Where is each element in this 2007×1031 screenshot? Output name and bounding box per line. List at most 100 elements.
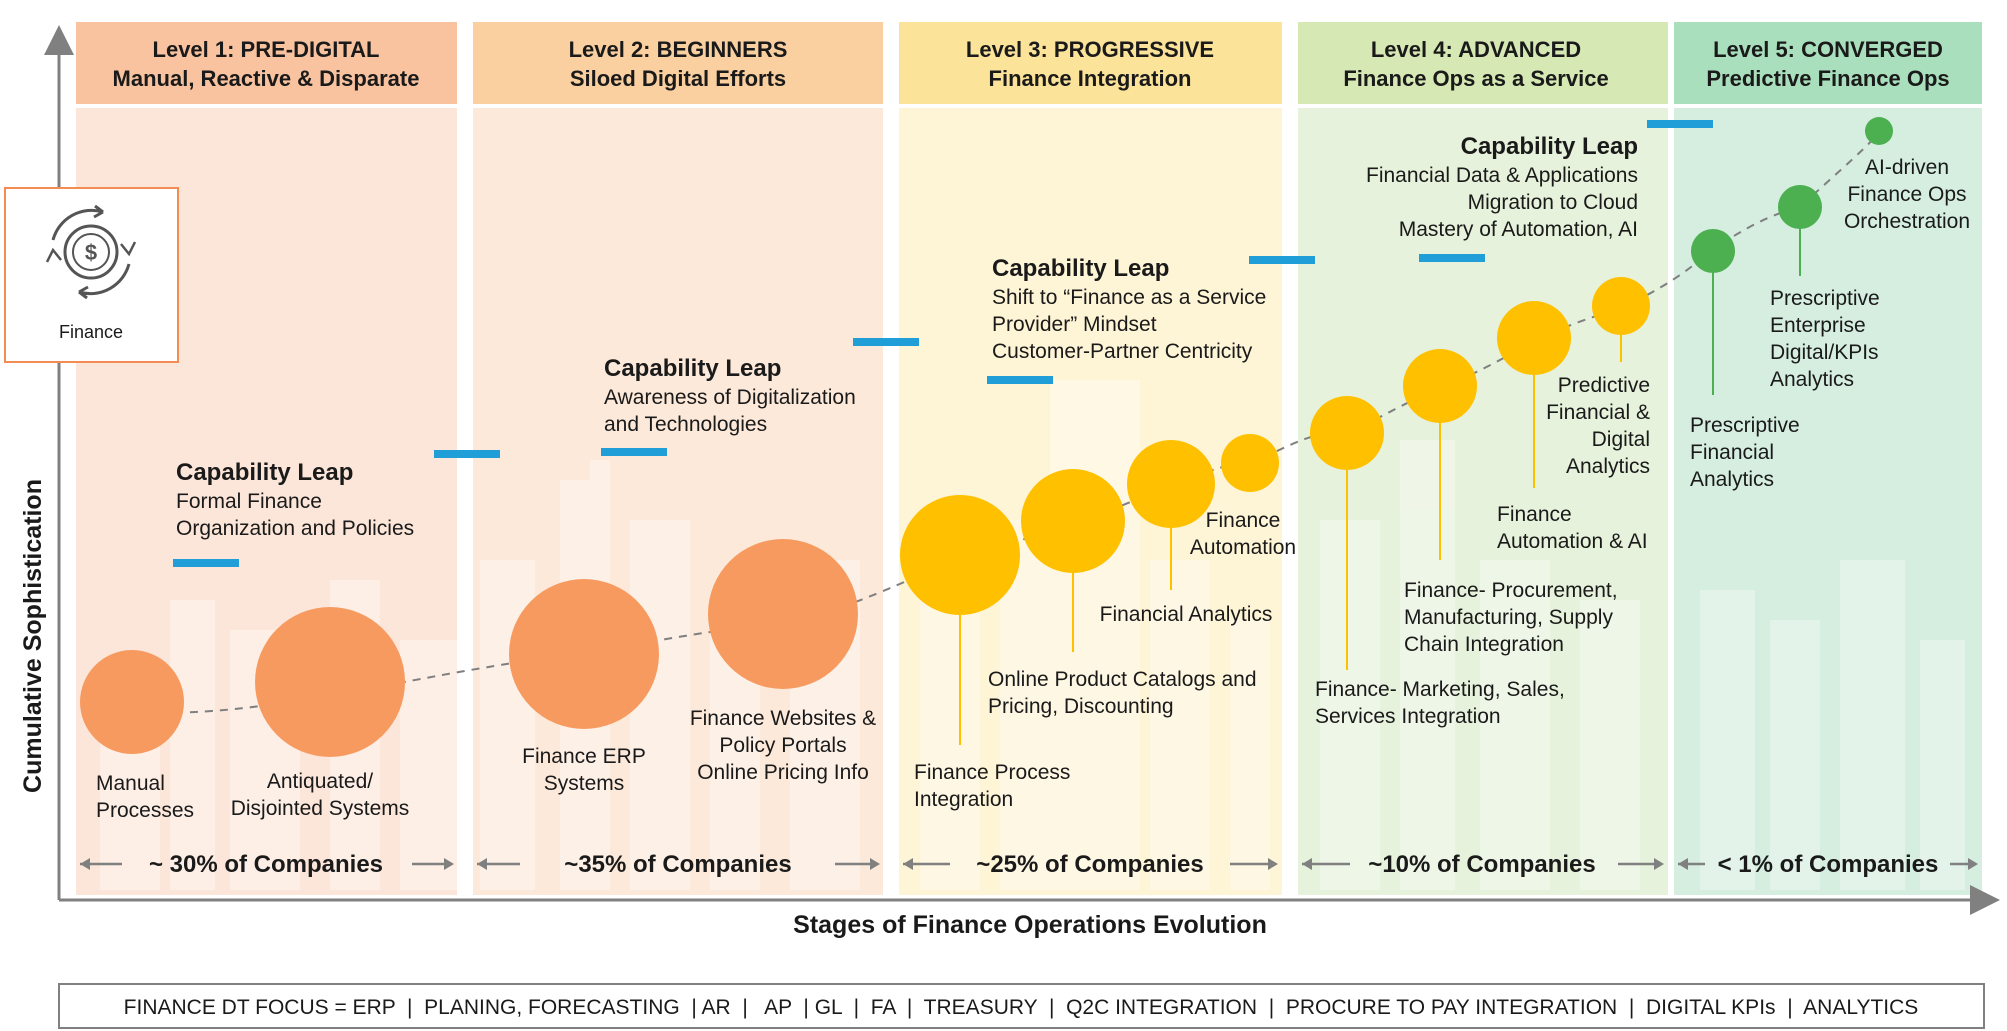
svg-text:$: $	[85, 240, 97, 265]
milestone-label: Disjointed Systems	[231, 797, 410, 820]
milestone-label: Analytics	[1566, 455, 1650, 478]
company-share-label: ~ 30% of Companies	[149, 851, 383, 878]
milestone-label: Pricing, Discounting	[988, 695, 1174, 718]
milestone-label: Manual	[96, 772, 165, 795]
milestone-label: Digital/KPIs	[1770, 341, 1879, 364]
milestone-circle	[708, 539, 858, 689]
milestone-label: Finance	[1206, 509, 1281, 532]
step-bar	[601, 448, 667, 456]
step-bar	[987, 376, 1053, 384]
level-2-title: Level 2: BEGINNERS	[569, 37, 788, 62]
milestone-label: Finance Websites &	[690, 707, 876, 730]
milestone-label: Automation	[1190, 536, 1296, 559]
company-share-5: < 1% of Companies	[1678, 851, 1978, 878]
finance-badge-label: Finance	[59, 322, 123, 342]
milestone-circle	[509, 579, 659, 729]
capability-leap-line: Awareness of Digitalization	[604, 386, 856, 409]
company-share-label: ~35% of Companies	[564, 851, 791, 878]
milestone-label: Financial	[1690, 441, 1774, 464]
y-axis-label: Cumulative Sophistication	[19, 479, 47, 793]
milestone-circle	[1497, 301, 1571, 375]
milestone-label: Analytics	[1690, 468, 1774, 491]
level-1-title: Level 1: PRE-DIGITAL	[153, 37, 380, 62]
capability-leap-line: Shift to “Finance as a Service	[992, 286, 1266, 309]
capability-leap-title: Capability Leap	[1461, 133, 1638, 160]
milestone-circle	[1221, 434, 1279, 492]
milestone-label: Finance- Procurement,	[1404, 579, 1618, 602]
milestone-circle	[900, 495, 1020, 615]
milestone-label: Integration	[914, 788, 1013, 811]
milestone-label: Enterprise	[1770, 314, 1866, 337]
milestone-label: Finance	[1497, 503, 1572, 526]
footer-text: FINANCE DT FOCUS = ERP | PLANING, FORECA…	[124, 996, 1919, 1019]
capability-leap-line: Formal Finance	[176, 490, 322, 513]
milestone-label: Online Product Catalogs and	[988, 668, 1257, 691]
x-axis-label: Stages of Finance Operations Evolution	[793, 911, 1267, 939]
level-4-header	[1298, 22, 1668, 104]
level-3-header	[899, 22, 1282, 104]
milestone-circle	[255, 607, 405, 757]
milestone-label: Finance Ops	[1847, 183, 1966, 206]
milestone-circle	[1021, 469, 1125, 573]
milestone-label: Finance ERP	[522, 745, 646, 768]
milestone-circle	[1310, 396, 1384, 470]
company-share-label: ~25% of Companies	[976, 851, 1203, 878]
milestone-label: Analytics	[1770, 368, 1854, 391]
milestone-label: Financial &	[1546, 401, 1650, 424]
milestone-circle	[1403, 349, 1477, 423]
step-bar	[1419, 254, 1485, 262]
milestone-label: Antiquated/	[267, 770, 373, 793]
capability-leap-line: Customer-Partner Centricity	[992, 340, 1253, 363]
milestone-label: Prescriptive	[1690, 414, 1800, 437]
milestone-label: Digital	[1592, 428, 1650, 451]
level-1-subtitle: Manual, Reactive & Disparate	[113, 66, 420, 91]
milestone-label: Orchestration	[1844, 210, 1970, 233]
step-bar	[1647, 120, 1713, 128]
milestone-label: AI-driven	[1865, 156, 1949, 179]
capability-leap-title: Capability Leap	[992, 255, 1169, 282]
capability-leap-line: Migration to Cloud	[1468, 191, 1638, 214]
capability-leap-line: Provider” Mindset	[992, 313, 1157, 336]
capability-leap-line: Mastery of Automation, AI	[1399, 218, 1638, 241]
milestone-label: Services Integration	[1315, 705, 1501, 728]
step-bar	[173, 559, 239, 567]
milestone-label: Predictive	[1558, 374, 1650, 397]
milestone-label: Finance- Marketing, Sales,	[1315, 678, 1565, 701]
capability-leap-line: and Technologies	[604, 413, 767, 436]
company-share-label: ~10% of Companies	[1368, 851, 1595, 878]
capability-leap-title: Capability Leap	[176, 459, 353, 486]
step-bar	[434, 450, 500, 458]
step-bar	[1249, 256, 1315, 264]
milestone-label: Finance Process	[914, 761, 1070, 784]
milestone-circle	[1778, 185, 1822, 229]
milestone-circle	[1691, 229, 1735, 273]
level-4-subtitle: Finance Ops as a Service	[1343, 66, 1608, 91]
milestone-label: Systems	[544, 772, 625, 795]
level-4-title: Level 4: ADVANCED	[1371, 37, 1581, 62]
milestone-circle	[80, 650, 184, 754]
milestone-finance-erp: Finance ERP Systems	[509, 579, 659, 795]
level-3-subtitle: Finance Integration	[989, 66, 1192, 91]
capability-leap-line: Financial Data & Applications	[1366, 164, 1638, 187]
milestone-circle	[1592, 277, 1650, 335]
milestone-circle	[1127, 440, 1215, 528]
milestone-label: Automation & AI	[1497, 530, 1648, 553]
level-1-header	[76, 22, 457, 104]
level-2-subtitle: Siloed Digital Efforts	[570, 66, 786, 91]
footer-focus-bar: FINANCE DT FOCUS = ERP | PLANING, FORECA…	[59, 984, 1984, 1028]
finance-badge: $ Finance	[5, 188, 178, 362]
level-5-subtitle: Predictive Finance Ops	[1706, 66, 1949, 91]
milestone-circle	[1865, 117, 1893, 145]
level-5-header	[1674, 22, 1982, 104]
capability-leap-line: Organization and Policies	[176, 517, 414, 540]
milestone-label: Manufacturing, Supply	[1404, 606, 1613, 629]
milestone-label: Chain Integration	[1404, 633, 1564, 656]
capability-leap-title: Capability Leap	[604, 355, 781, 382]
milestone-label: Policy Portals	[719, 734, 846, 757]
milestone-label: Financial Analytics	[1100, 603, 1273, 626]
milestone-label: Online Pricing Info	[697, 761, 869, 784]
level-5-title: Level 5: CONVERGED	[1713, 37, 1943, 62]
level-2-header	[473, 22, 883, 104]
company-share-label: < 1% of Companies	[1718, 851, 1939, 878]
